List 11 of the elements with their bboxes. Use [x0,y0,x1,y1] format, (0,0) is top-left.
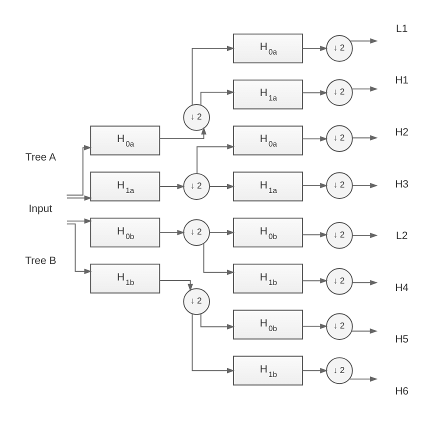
node-text: Input [28,203,52,216]
node-text: L1 [396,22,408,35]
label: Tree A [25,151,56,164]
node-text: H6 [395,385,409,398]
node-text: H2 [395,126,409,139]
label: Tree B [25,255,56,268]
node-text: H5 [395,334,409,346]
node-text: H1 [395,74,409,87]
node-text: L2 [396,230,408,242]
node-text: H4 [395,282,409,294]
node-text: H3 [395,178,409,190]
